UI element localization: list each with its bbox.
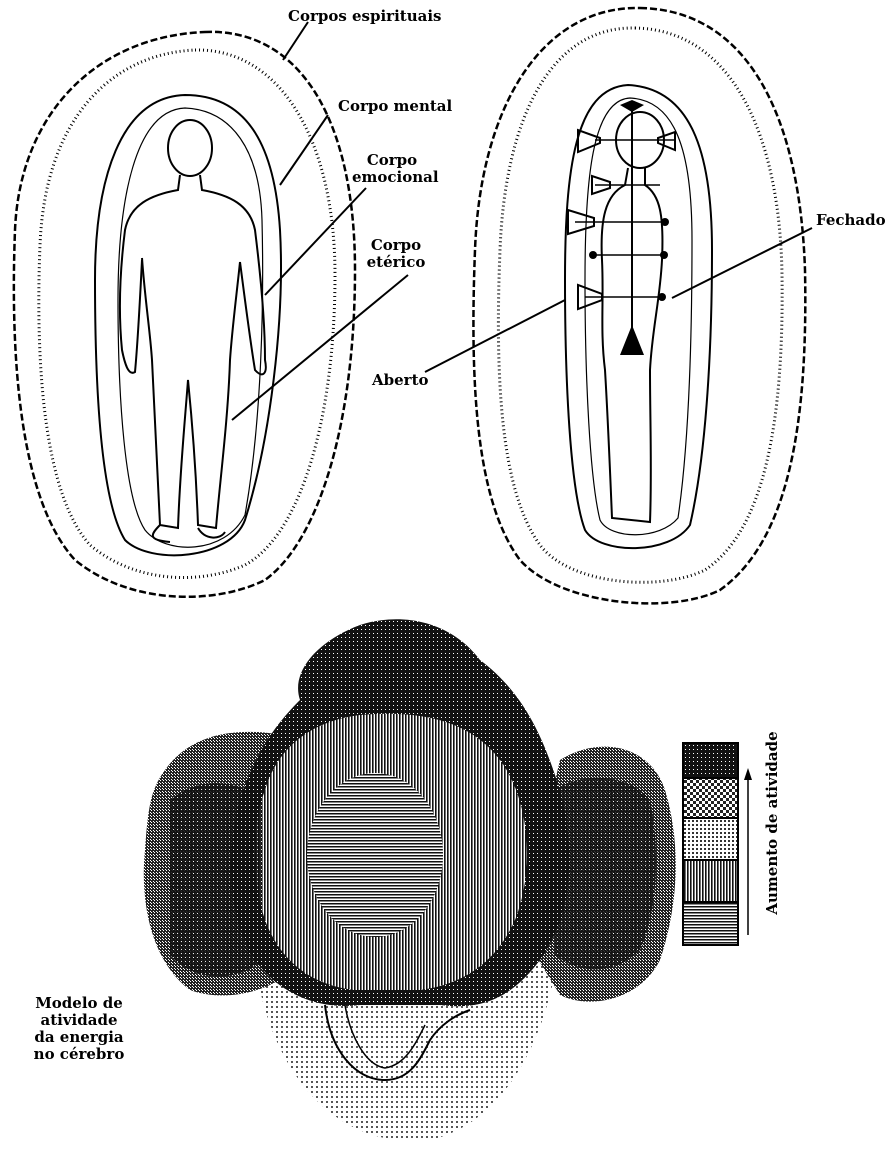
closed-pointer-line xyxy=(672,228,812,298)
side-aura-figure xyxy=(425,8,812,603)
legend-title-text: Aumento de atividade xyxy=(763,731,781,914)
brow-chakra-cone xyxy=(578,130,600,152)
label-spiritual-bodies: Corpos espirituais xyxy=(288,8,441,25)
etheric-body-outline xyxy=(118,108,263,547)
brain-caption-line-1: Modelo de xyxy=(30,995,128,1012)
side-spiritual-outline xyxy=(473,8,805,603)
mental-body-outline xyxy=(39,50,335,578)
label-emotional-body-line1: Corpo xyxy=(352,152,432,169)
legend-title: Aumento de atividade xyxy=(762,700,782,945)
crown-chakra-cone xyxy=(620,100,644,112)
label-emotional-body-line2: emocional xyxy=(352,169,432,186)
side-emotional-outline xyxy=(565,85,712,548)
legend-arrow-head xyxy=(744,768,752,780)
left-lobe-shading xyxy=(170,783,262,976)
open-pointer-line xyxy=(425,300,565,372)
brain-caption-line-2: atividade xyxy=(30,1012,128,1029)
root-chakra-cone xyxy=(620,325,644,355)
legend-level-checker xyxy=(683,778,738,818)
front-human-body xyxy=(120,120,266,542)
label-closed: Fechado xyxy=(816,212,886,229)
legend-level-horizontal-lines xyxy=(683,902,738,945)
spiritual-body-outline xyxy=(14,32,355,597)
brain-energy-figure xyxy=(144,619,676,1141)
label-mental-body: Corpo mental xyxy=(338,98,452,115)
label-open: Aberto xyxy=(372,372,429,389)
right-lobe-shading xyxy=(555,778,656,970)
side-etheric-outline xyxy=(585,98,692,535)
spiritual-pointer-line xyxy=(283,22,308,60)
brow-chakra-back-cone xyxy=(658,132,675,150)
legend-level-dots xyxy=(683,818,738,860)
label-etheric-body-line2: etérico xyxy=(362,254,430,271)
activity-legend xyxy=(683,743,752,945)
brain-caption-line-3: da energia xyxy=(30,1029,128,1046)
etheric-pointer-line xyxy=(232,275,408,420)
chakra-system xyxy=(568,100,675,355)
legend-level-dark xyxy=(683,743,738,778)
legend-level-dense-hatch xyxy=(683,860,738,902)
core-activity-region xyxy=(307,773,443,937)
brain-caption: Modelo de atividade da energia no cérebr… xyxy=(30,995,128,1063)
label-etheric-body-line1: Corpo xyxy=(362,237,430,254)
brain-caption-line-4: no cérebro xyxy=(30,1046,128,1063)
